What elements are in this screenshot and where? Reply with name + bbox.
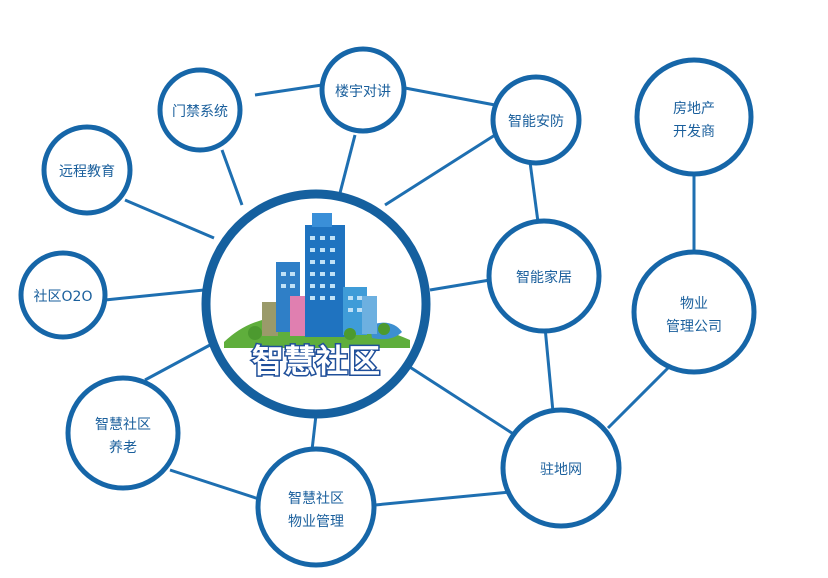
- node-resident-network-label: 驻地网: [540, 462, 582, 478]
- link-hub-access-control: [220, 149, 244, 206]
- link-smart-security-smart-home: [528, 161, 540, 223]
- node-access-control-label: 门禁系统: [172, 104, 228, 120]
- link-building-intercom-smart-security: [404, 86, 496, 107]
- node-community-o2o-ring: [18, 250, 108, 340]
- node-access-control-ring: [157, 67, 243, 153]
- node-building-intercom-label: 楼宇对讲: [335, 84, 391, 100]
- node-building-intercom-ring: [319, 46, 407, 134]
- node-smart-home: 智能家居: [486, 218, 602, 334]
- link-property-management-resident-network: [374, 490, 511, 507]
- hub-title: 智慧社区: [252, 342, 380, 380]
- node-remote-education-label: 远程教育: [59, 164, 115, 180]
- building-olive: [262, 302, 278, 336]
- node-smart-elderly-care-label-line1: 智慧社区: [95, 417, 151, 433]
- building-light-blue: [362, 296, 377, 334]
- node-smart-property-management-ring: [255, 446, 377, 568]
- node-remote-education: 远程教育: [41, 124, 133, 216]
- node-smart-home-label: 智能家居: [516, 269, 572, 286]
- tree-right: [378, 323, 390, 335]
- link-access-control-building-intercom: [254, 83, 323, 97]
- tree-left: [248, 326, 262, 340]
- node-real-estate-developer-label-line2: 开发商: [673, 124, 715, 140]
- link-hub-smart-property-management: [310, 414, 318, 451]
- node-property-company-label-line2: 管理公司: [666, 319, 722, 335]
- link-hub-remote-education: [124, 198, 215, 240]
- link-hub-smart-security: [384, 133, 496, 207]
- node-resident-network: 驻地网: [500, 407, 622, 529]
- building-windows: [281, 236, 362, 312]
- link-hub-community-o2o: [104, 288, 205, 302]
- node-real-estate-developer: 房地产 开发商: [634, 57, 754, 177]
- node-community-o2o: 社区O2O: [18, 250, 108, 340]
- tree-middle: [344, 328, 356, 340]
- node-smart-security-label: 智能安防: [508, 114, 564, 130]
- node-access-control: 门禁系统: [157, 67, 243, 153]
- link-hub-resident-network: [401, 360, 516, 437]
- node-property-company-label-line1: 物业: [680, 296, 708, 312]
- node-smart-security: 智能安防: [490, 74, 582, 166]
- city-skyline-illustration: [224, 213, 410, 348]
- building-pink: [290, 296, 308, 336]
- node-property-company-ring: [631, 249, 757, 375]
- node-real-estate-developer-label-line1: 房地产: [673, 101, 715, 117]
- hub-node: 智慧社区: [201, 189, 431, 419]
- node-building-intercom: 楼宇对讲: [319, 46, 407, 134]
- node-smart-property-management-label-line2: 物业管理: [288, 514, 344, 530]
- node-remote-education-ring: [41, 124, 133, 216]
- link-smart-home-resident-network: [543, 326, 555, 413]
- node-property-company: 物业 管理公司: [631, 249, 757, 375]
- node-community-o2o-label: 社区O2O: [34, 289, 93, 305]
- node-smart-elderly-care-ring: [65, 375, 181, 491]
- connectors: [104, 83, 696, 507]
- node-real-estate-developer-ring: [634, 57, 754, 177]
- link-hub-smart-home: [429, 278, 491, 292]
- node-resident-network-ring: [500, 407, 622, 529]
- node-smart-property-management: 智慧社区 物业管理: [255, 446, 377, 568]
- building-tower-top: [312, 213, 332, 227]
- node-smart-elderly-care: 智慧社区 养老: [65, 375, 181, 491]
- link-elderly-care-property-management: [169, 468, 263, 502]
- link-resident-network-property-company: [606, 366, 670, 430]
- building-tower-main: [305, 225, 345, 337]
- node-smart-property-management-label-line1: 智慧社区: [288, 491, 344, 507]
- node-smart-elderly-care-label-line2: 养老: [109, 440, 137, 456]
- link-hub-smart-elderly-care: [144, 343, 211, 382]
- node-smart-security-ring: [490, 74, 582, 166]
- link-hub-building-intercom: [338, 134, 357, 194]
- node-smart-home-ring: [486, 218, 602, 334]
